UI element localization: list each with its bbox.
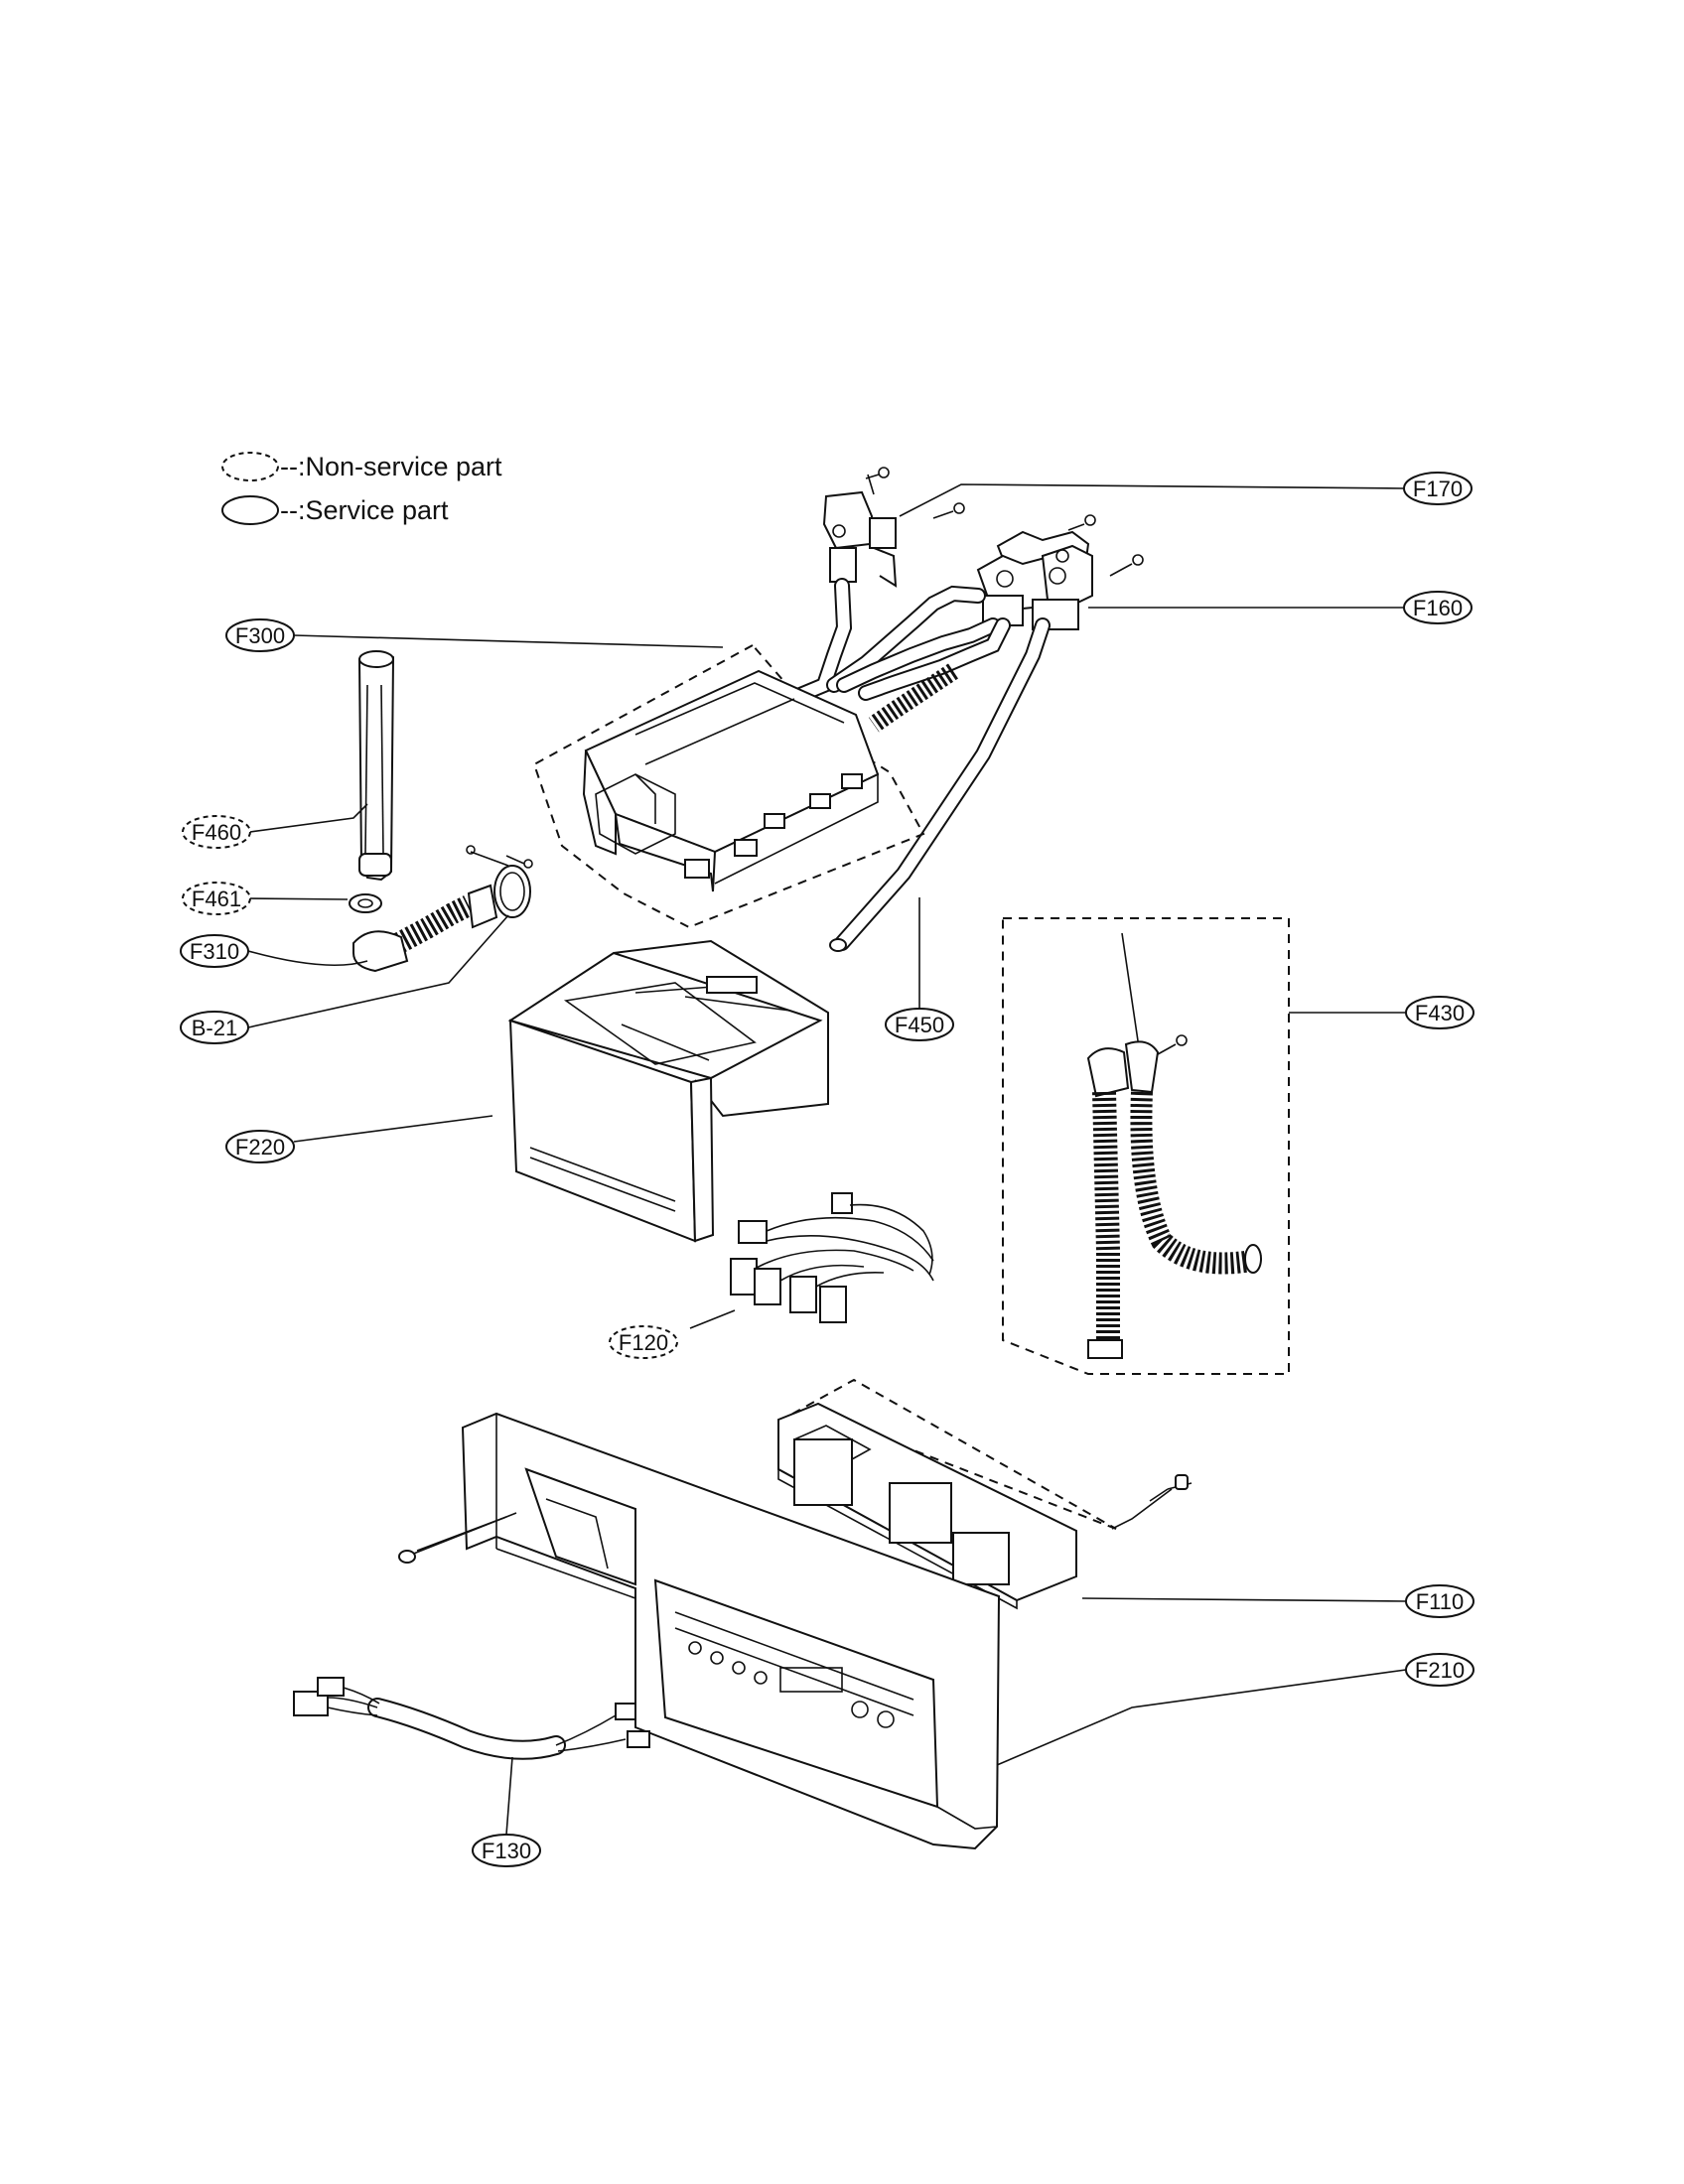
callout-label: F310 <box>190 939 239 964</box>
callout-label: F130 <box>482 1839 531 1863</box>
callout-f170: F170 <box>1403 472 1473 505</box>
leader-lines <box>247 483 1407 1836</box>
control-panel-f210 <box>398 1412 1001 1850</box>
callout-f430: F430 <box>1405 996 1474 1029</box>
callout-f160: F160 <box>1403 591 1473 624</box>
callout-f110: F110 <box>1405 1584 1474 1618</box>
hose-assembly-f430 <box>1002 917 1290 1375</box>
callout-label: F170 <box>1413 477 1463 501</box>
callout-label: F160 <box>1413 596 1463 620</box>
callout-f310: F310 <box>180 934 249 968</box>
callout-label: F461 <box>192 887 241 911</box>
vent-tube-assembly <box>349 650 533 973</box>
callout-label: F120 <box>619 1330 668 1355</box>
callout-label: F460 <box>192 820 241 845</box>
callout-f210: F210 <box>1405 1653 1474 1687</box>
callout-label: F300 <box>235 623 285 648</box>
callout-f220: F220 <box>225 1130 295 1163</box>
callout-label: F210 <box>1415 1658 1465 1683</box>
legend-non-service-symbol <box>221 452 279 481</box>
wire-harness-f120 <box>730 1192 934 1323</box>
callout-f120: F120 <box>609 1325 678 1359</box>
double-inlet-valve <box>826 514 1144 952</box>
dispenser-housing <box>532 643 925 929</box>
callout-label: B-21 <box>192 1016 237 1040</box>
detergent-drawer <box>507 939 829 1243</box>
callout-label: F450 <box>895 1013 944 1037</box>
callout-b21: B-21 <box>180 1011 249 1044</box>
single-inlet-valve <box>792 467 965 703</box>
callout-label: F220 <box>235 1135 285 1160</box>
wire-harness-f130 <box>293 1677 650 1760</box>
callout-f450: F450 <box>885 1008 954 1041</box>
control-board-f110 <box>777 1378 1193 1610</box>
legend-service-text: --:Service part <box>280 495 449 525</box>
callout-f300: F300 <box>225 618 295 652</box>
callout-f460: F460 <box>182 815 251 849</box>
legend-non-service-text: --:Non-service part <box>280 452 502 481</box>
callout-label: F110 <box>1416 1589 1465 1614</box>
callout-f130: F130 <box>472 1834 541 1867</box>
legend-service-symbol <box>221 495 279 525</box>
callout-label: F430 <box>1415 1001 1465 1025</box>
legend: --:Non-service part --:Service part <box>221 452 502 525</box>
callout-f461: F461 <box>182 882 251 915</box>
